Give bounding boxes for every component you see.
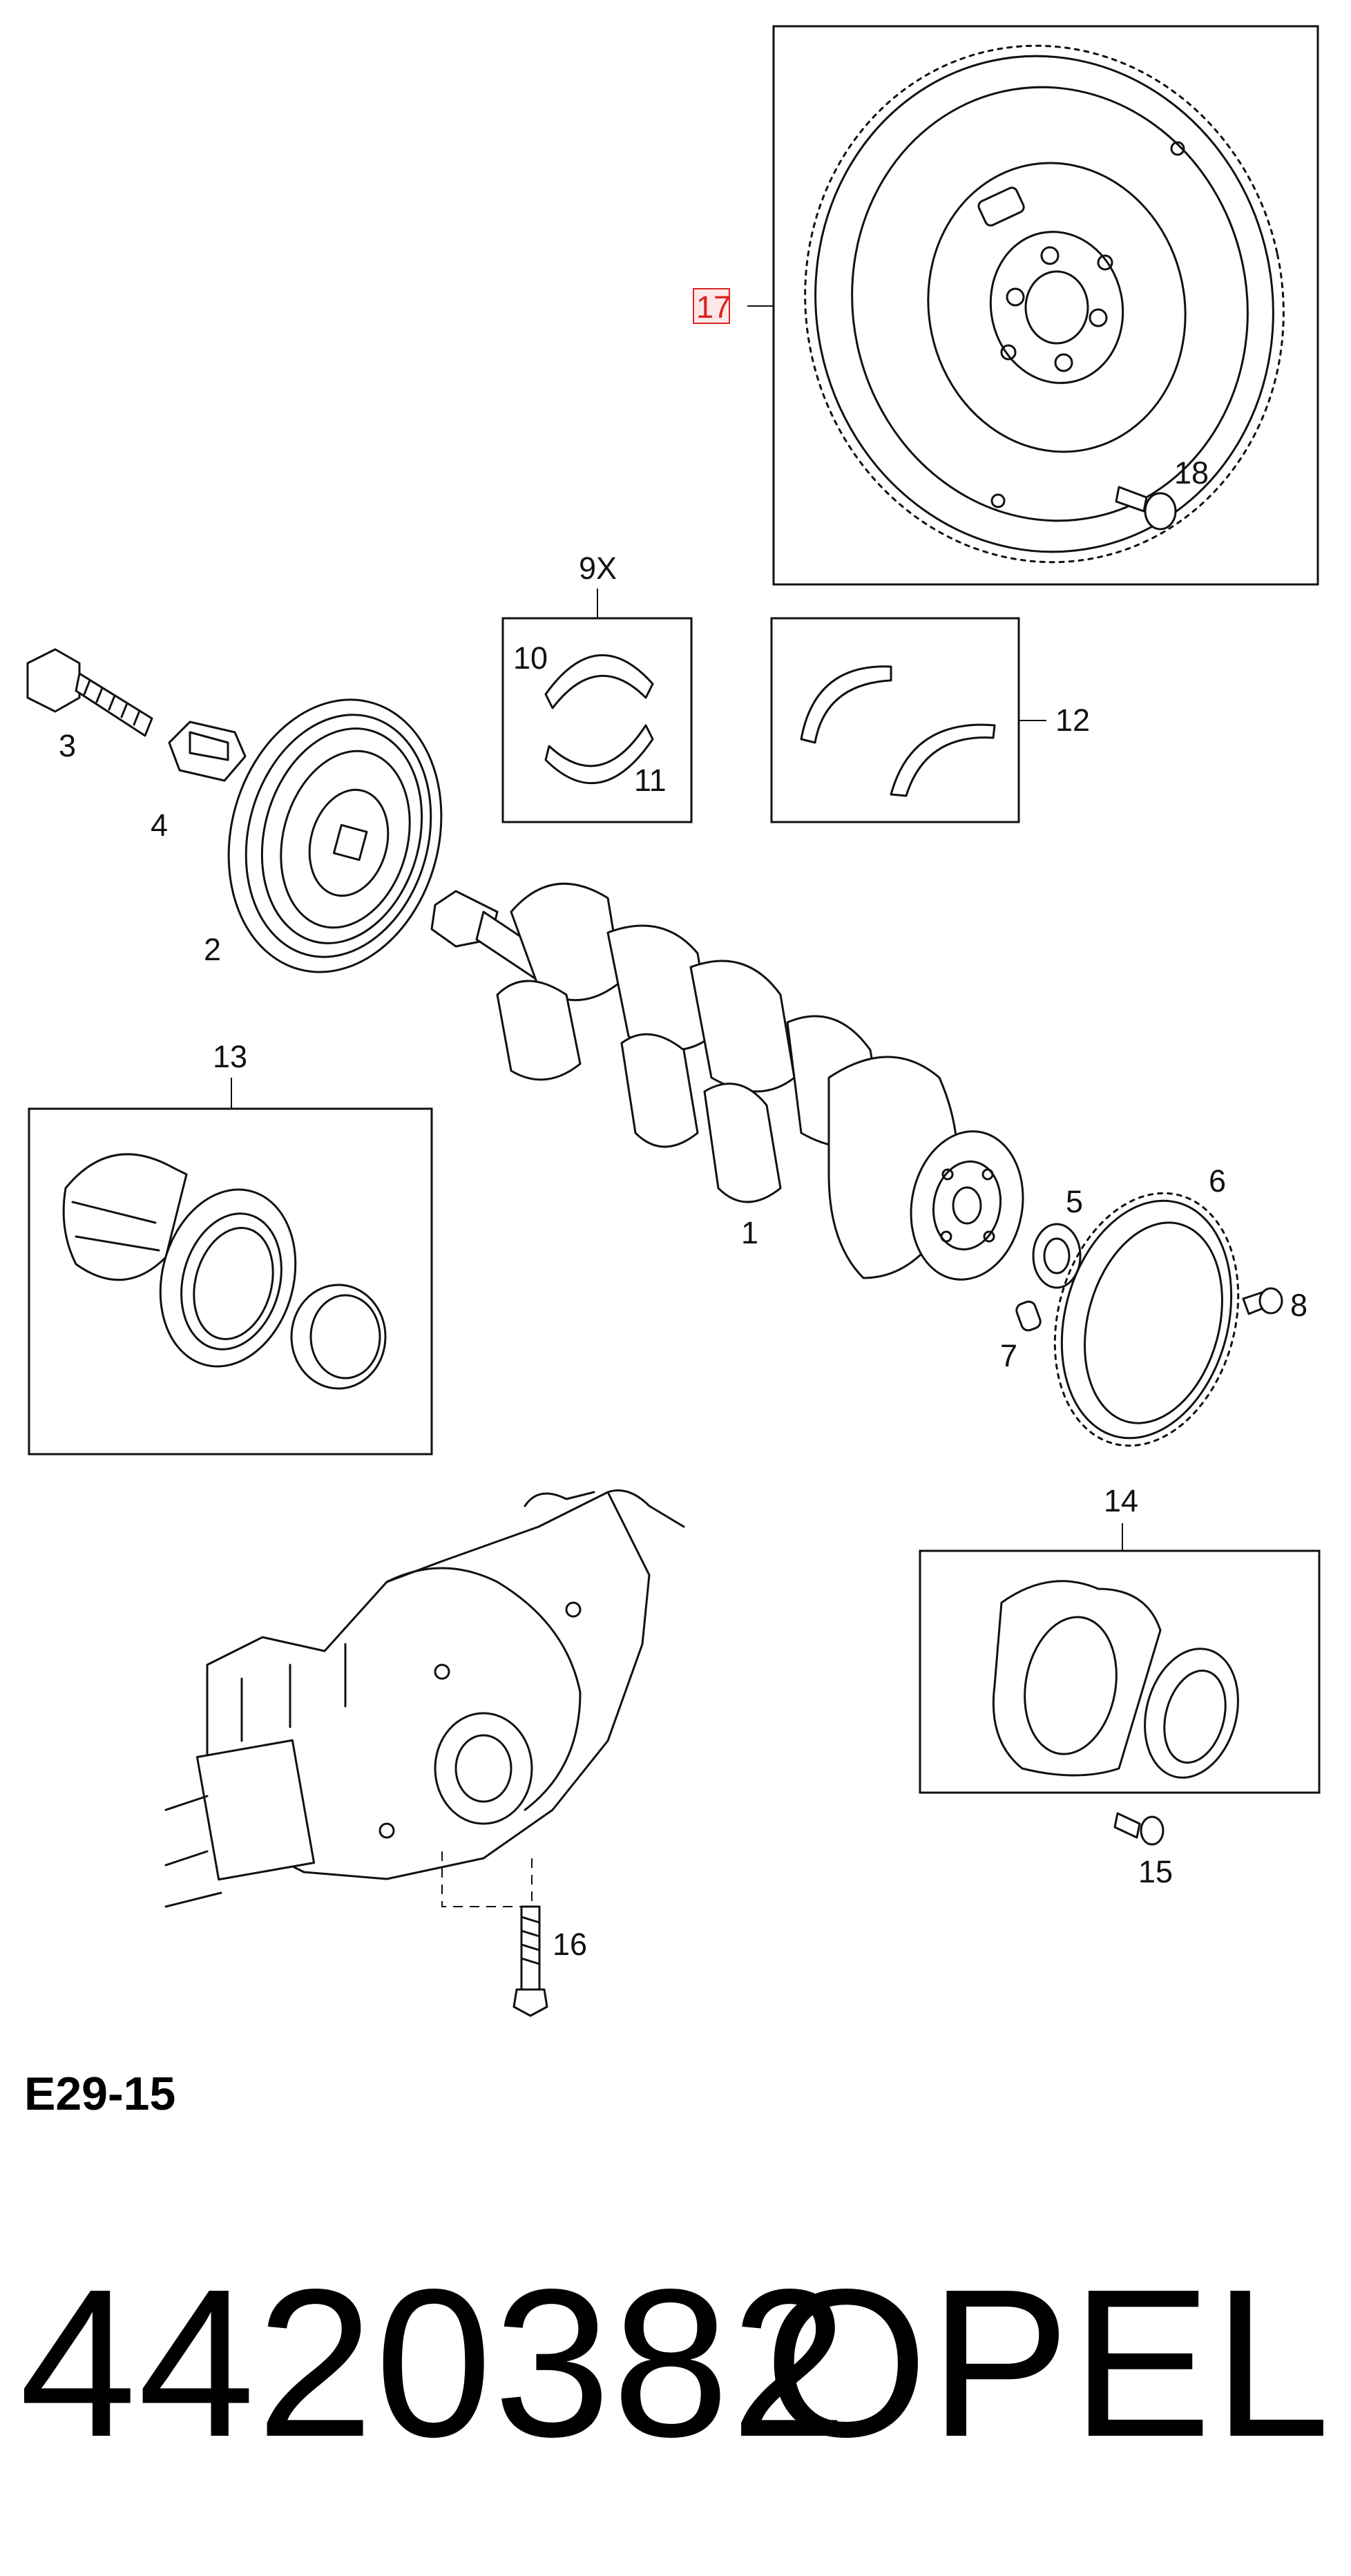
callout-6[interactable]: 6 [1209, 1163, 1226, 1199]
bolt-16[interactable] [512, 1905, 548, 2017]
callout-7[interactable]: 7 [1000, 1338, 1017, 1373]
callout-2[interactable]: 2 [204, 932, 221, 967]
callout-8[interactable]: 8 [1290, 1288, 1307, 1323]
exploded-parts-diagram: 17 18 9X 10 11 12 3 4 [26, 1, 1332, 2017]
flywheel-bolt [1115, 486, 1177, 531]
dowel-pin[interactable] [1015, 1299, 1042, 1332]
rear-seal-frame [919, 1549, 1321, 1794]
reluctor-screw[interactable] [1242, 1287, 1283, 1315]
rear-seal-group: 14 15 [919, 1483, 1321, 1889]
seal-sleeve-ring[interactable] [290, 1284, 387, 1390]
crankshaft[interactable] [430, 882, 1035, 1288]
diagram-code: E29-15 [24, 2068, 176, 2120]
highlight-box-17 [693, 288, 730, 324]
callout-3[interactable]: 3 [59, 728, 76, 763]
callout-17[interactable]: 17 [696, 289, 731, 325]
bearing-shells-group: 9X 10 11 [501, 551, 693, 823]
lower-bearing-shell[interactable] [544, 724, 654, 785]
upper-thrust-washer[interactable] [800, 665, 892, 744]
callout-4[interactable]: 4 [151, 808, 168, 843]
callout-13[interactable]: 13 [213, 1039, 247, 1074]
engine-block [164, 1489, 685, 1908]
pulley-spacer[interactable] [168, 721, 247, 782]
seal-installer-sleeve[interactable] [62, 1153, 188, 1281]
callout-10[interactable]: 10 [513, 640, 548, 676]
flywheel-group: 17 18 [693, 1, 1332, 607]
callout-9x[interactable]: 9X [579, 551, 617, 586]
rear-seal-housing[interactable] [992, 1580, 1162, 1777]
pilot-bearing[interactable] [1032, 1223, 1082, 1289]
callout-11[interactable]: 11 [634, 763, 667, 798]
reluctor-ring[interactable] [1028, 1172, 1265, 1467]
upper-bearing-shell[interactable] [544, 653, 654, 709]
bearing-shells-frame [501, 617, 693, 823]
callout-18[interactable]: 18 [1174, 455, 1209, 490]
flywheel[interactable] [758, 1, 1332, 607]
lower-thrust-washer[interactable] [890, 723, 996, 797]
callout-15[interactable]: 15 [1138, 1854, 1173, 1889]
part-number: 4420382 [19, 2245, 850, 2481]
callout-16[interactable]: 16 [553, 1927, 587, 1962]
callout-5[interactable]: 5 [1066, 1184, 1083, 1219]
front-seal-frame [28, 1107, 433, 1456]
brand-name: OPEL [764, 2245, 1332, 2481]
callout-14[interactable]: 14 [1104, 1483, 1138, 1518]
callout-1[interactable]: 1 [741, 1215, 758, 1250]
rear-seal-bolt[interactable] [1113, 1812, 1165, 1846]
crankshaft-pulley[interactable] [199, 676, 470, 996]
rear-oil-seal[interactable] [1131, 1638, 1252, 1788]
thrust-washers-group: 12 [770, 617, 1090, 823]
pulley-bolt[interactable] [26, 648, 153, 737]
front-oil-seal[interactable] [142, 1174, 315, 1382]
callout-12[interactable]: 12 [1055, 703, 1090, 738]
front-seal-group: 13 [28, 1039, 433, 1456]
